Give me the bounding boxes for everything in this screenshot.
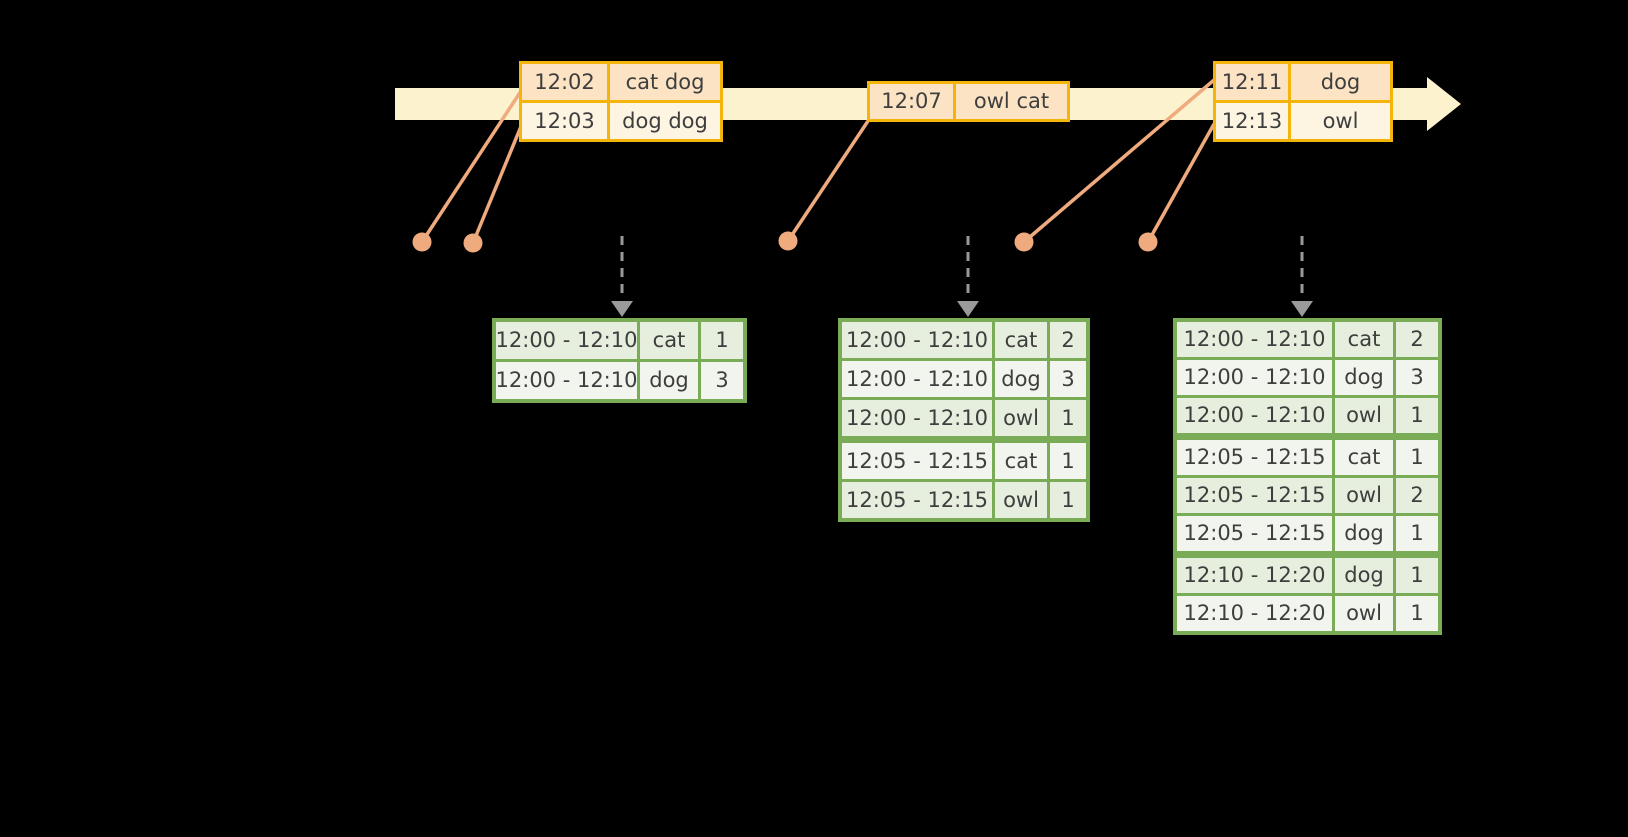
window-cell: 12:05 - 12:15: [1177, 440, 1332, 475]
event-time-cell: 12:02: [522, 64, 607, 100]
window-cell: 12:00 - 12:10: [842, 400, 992, 436]
event-words-cell: dog: [1291, 64, 1390, 100]
count-cell: 1: [1050, 443, 1086, 479]
event-time-cell: 12:11: [1216, 64, 1288, 100]
count-cell: 1: [1396, 558, 1438, 593]
event-time-cell: 12:03: [522, 103, 607, 139]
window-cell: 12:00 - 12:10: [496, 322, 637, 359]
event-time-cell: 12:07: [870, 84, 953, 119]
count-cell: 1: [1396, 398, 1438, 433]
trigger-arrowhead-icon: [611, 301, 633, 317]
count-cell: 3: [701, 362, 743, 399]
window-cell: 12:10 - 12:20: [1177, 596, 1332, 631]
word-cell: cat: [640, 322, 698, 359]
count-cell: 1: [701, 322, 743, 359]
window-cell: 12:05 - 12:15: [1177, 478, 1332, 513]
trigger-arrowhead-icon: [957, 301, 979, 317]
window-cell: 12:00 - 12:10: [1177, 322, 1332, 357]
word-cell: owl: [995, 482, 1047, 518]
event-time-cell: 12:13: [1216, 103, 1288, 139]
connector-line: [786, 120, 870, 242]
connector-line: [1146, 123, 1216, 243]
word-cell: owl: [1335, 398, 1393, 433]
count-cell: 1: [1396, 440, 1438, 475]
event-words-cell: dog dog: [610, 103, 720, 139]
word-cell: cat: [1335, 322, 1393, 357]
word-cell: dog: [1335, 516, 1393, 551]
word-cell: dog: [995, 361, 1047, 397]
word-cell: dog: [640, 362, 698, 399]
count-cell: 1: [1050, 482, 1086, 518]
count-cell: 1: [1396, 516, 1438, 551]
connector-line: [471, 123, 524, 244]
window-cell: 12:00 - 12:10: [842, 361, 992, 397]
count-cell: 1: [1396, 596, 1438, 631]
event-words-cell: owl: [1291, 103, 1390, 139]
event-dot: [412, 232, 432, 252]
count-cell: 2: [1050, 322, 1086, 358]
word-cell: owl: [1335, 596, 1393, 631]
word-cell: cat: [1335, 440, 1393, 475]
window-cell: 12:10 - 12:20: [1177, 558, 1332, 593]
event-dot: [778, 231, 798, 251]
event-words-cell: cat dog: [610, 64, 720, 100]
count-cell: 3: [1050, 361, 1086, 397]
count-cell: 3: [1396, 360, 1438, 395]
event-dot: [1014, 232, 1034, 252]
word-cell: owl: [1335, 478, 1393, 513]
word-cell: owl: [995, 400, 1047, 436]
count-cell: 2: [1396, 478, 1438, 513]
trigger-arrowhead-icon: [1291, 301, 1313, 317]
event-dot: [1138, 232, 1158, 252]
event-dot: [463, 233, 483, 253]
word-cell: dog: [1335, 558, 1393, 593]
event-words-cell: owl cat: [956, 84, 1067, 119]
window-cell: 12:00 - 12:10: [1177, 398, 1332, 433]
window-cell: 12:00 - 12:10: [496, 362, 637, 399]
word-cell: cat: [995, 443, 1047, 479]
word-cell: dog: [1335, 360, 1393, 395]
count-cell: 1: [1050, 400, 1086, 436]
window-cell: 12:00 - 12:10: [842, 322, 992, 358]
window-cell: 12:05 - 12:15: [1177, 516, 1332, 551]
word-cell: cat: [995, 322, 1047, 358]
window-cell: 12:00 - 12:10: [1177, 360, 1332, 395]
window-cell: 12:05 - 12:15: [842, 443, 992, 479]
timeline-arrowhead-icon: [1427, 77, 1461, 131]
window-cell: 12:05 - 12:15: [842, 482, 992, 518]
count-cell: 2: [1396, 322, 1438, 357]
